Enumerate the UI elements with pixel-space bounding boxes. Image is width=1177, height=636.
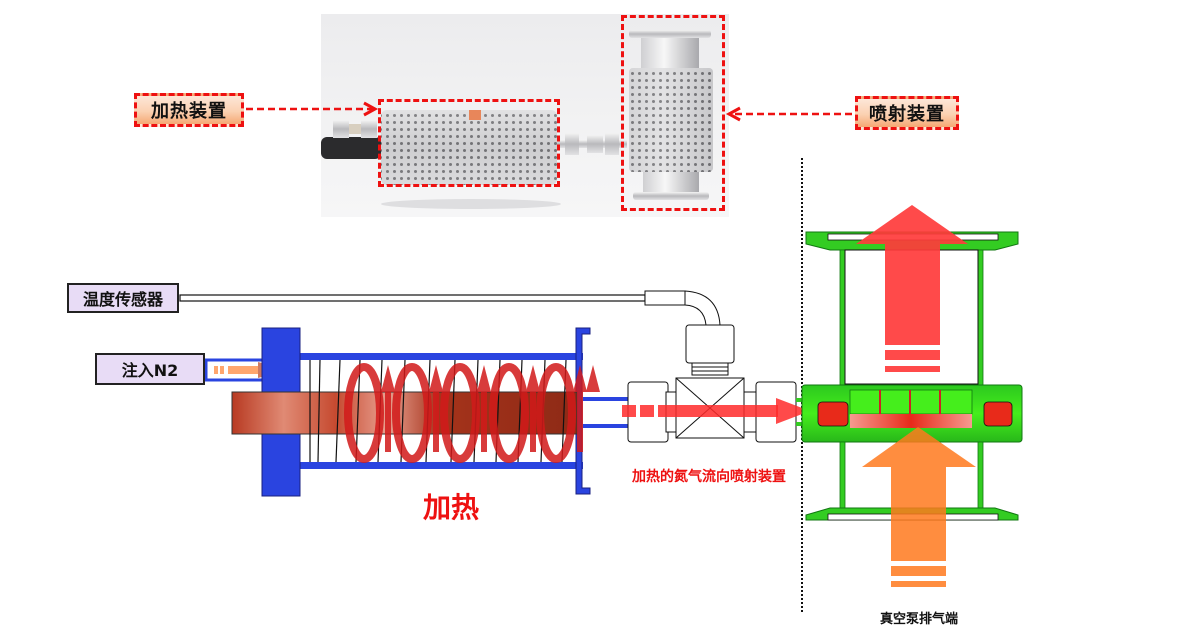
manifold-channel — [850, 414, 972, 428]
heater-housing-bottom — [300, 462, 583, 469]
coil-arrow — [586, 365, 600, 392]
vacuum-exhaust-label: 真空泵排气端 — [880, 612, 959, 627]
tee-fitting — [627, 324, 797, 443]
heater-housing-top — [300, 353, 583, 360]
coil-arrow — [573, 365, 587, 392]
n2-inlet-label: 注入N2 — [95, 353, 205, 385]
power-cable — [321, 137, 381, 159]
coil-loop — [536, 363, 576, 463]
left-inlet-pocket — [817, 401, 849, 427]
injector-callout: 喷射装置 — [855, 96, 959, 130]
inlet-fitting — [333, 120, 349, 138]
heater-highlight-box — [378, 99, 560, 187]
coil-arrow — [429, 365, 443, 392]
product-photo — [321, 14, 729, 217]
exhaust-up-arrow — [856, 205, 968, 372]
heating-coil — [344, 363, 600, 463]
coil-arrow — [477, 365, 491, 392]
flow-caption: 加热的氮气流向喷射装置 — [632, 469, 786, 485]
injector-right-post — [977, 249, 984, 387]
heating-label: 加热 — [423, 491, 480, 524]
coil-arrow — [381, 365, 395, 392]
vacuum-up-arrow — [862, 427, 976, 587]
heater-callout: 加热装置 — [134, 93, 244, 127]
temp-sensor-probe — [179, 294, 646, 302]
coil-loop — [344, 363, 384, 463]
injector-body — [801, 231, 1023, 521]
coil-arrow — [526, 365, 540, 392]
injector-highlight-box — [621, 15, 725, 211]
right-inlet-pocket — [983, 401, 1013, 427]
injector-top-flange — [629, 30, 711, 38]
coil-loop — [392, 363, 432, 463]
coil-loop — [489, 363, 529, 463]
heated-flow-arrow — [622, 398, 810, 424]
coil-loop — [440, 363, 480, 463]
outlet-tube — [583, 397, 628, 401]
injector-bottom-flange — [633, 192, 709, 200]
injector-left-post — [839, 249, 846, 387]
temp-sensor-label: 温度传感器 — [67, 283, 179, 313]
